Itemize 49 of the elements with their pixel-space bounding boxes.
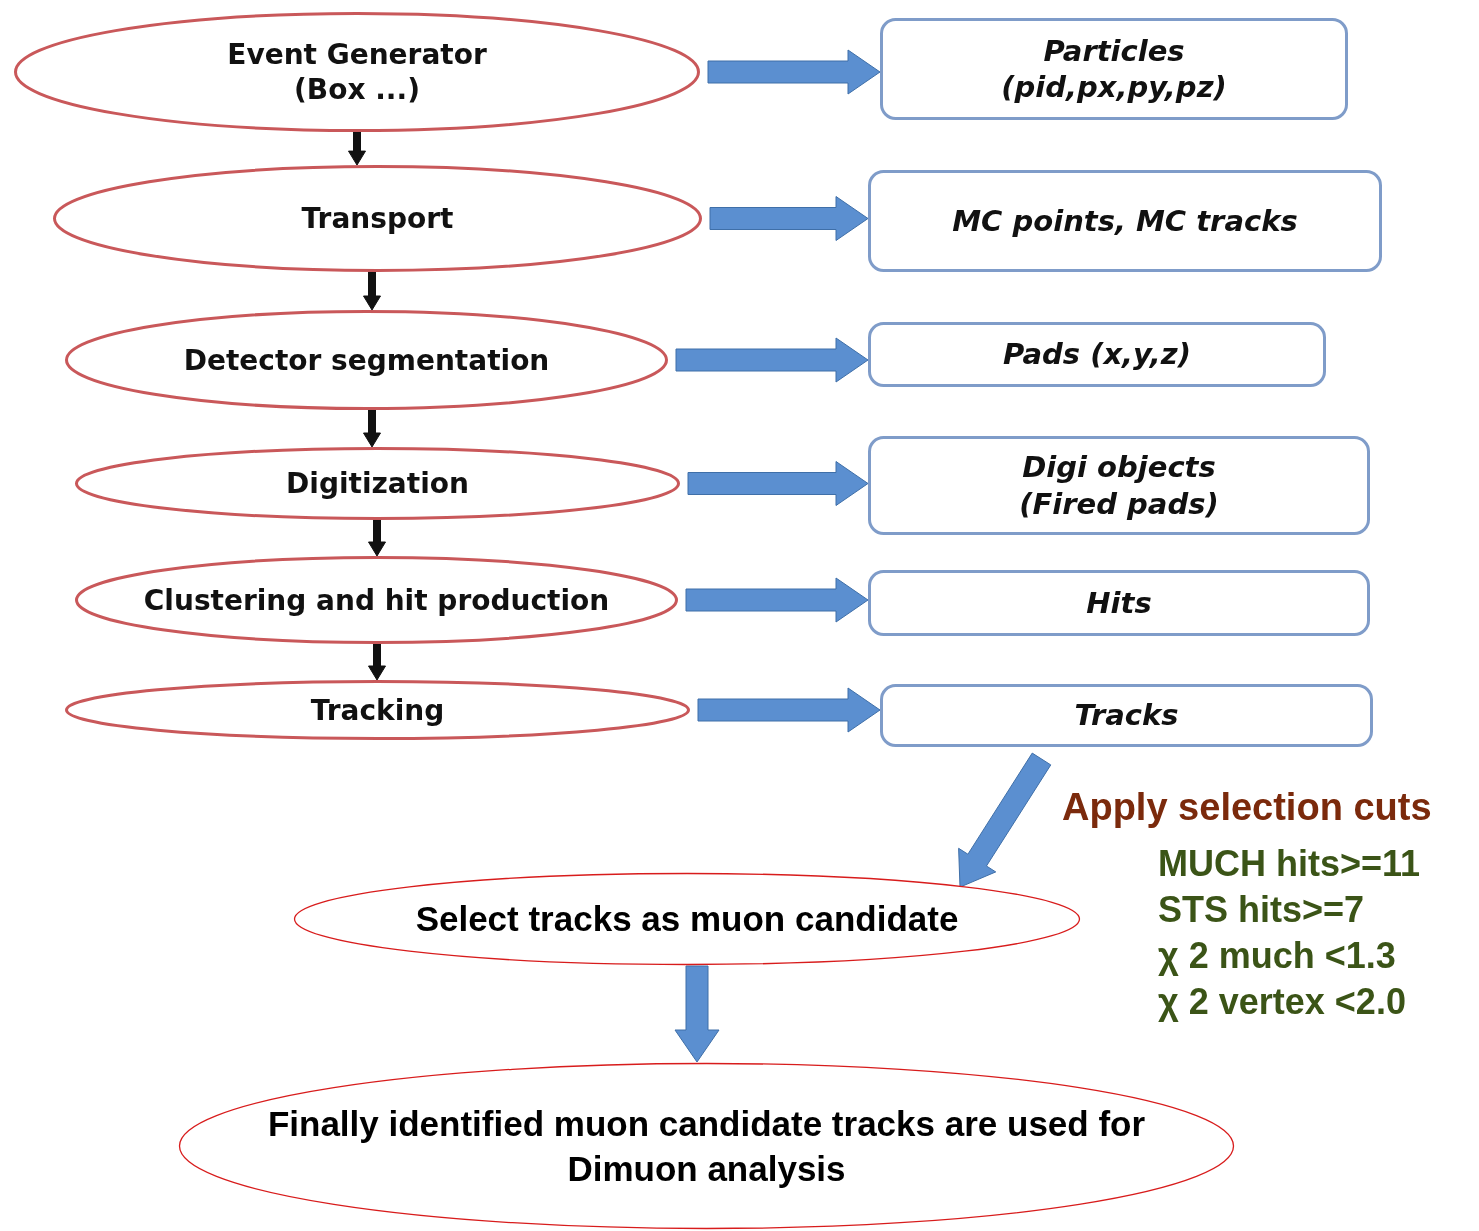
process-ellipse xyxy=(53,165,702,272)
selection-cut-text: STS hits>=7 xyxy=(1158,889,1365,931)
arrow xyxy=(363,409,381,448)
process-ellipse xyxy=(75,556,678,644)
node-label: Clustering and hit production xyxy=(143,582,610,618)
node-label: Hits xyxy=(1086,584,1152,622)
node-label: (Fired pads) xyxy=(1019,485,1219,522)
node-label: Transport xyxy=(301,201,454,236)
output-box xyxy=(868,170,1382,272)
arrow xyxy=(363,271,381,311)
output-box xyxy=(880,684,1373,747)
annotation-heading: Apply selection cuts xyxy=(1062,786,1432,829)
node-label: (Box ...) xyxy=(294,72,420,107)
arrow xyxy=(674,965,720,1063)
result-ellipse xyxy=(178,1062,1235,1230)
arrow xyxy=(707,49,881,95)
result-ellipse xyxy=(293,872,1081,966)
arrow xyxy=(709,196,869,241)
node-label: Tracking xyxy=(310,692,445,728)
process-ellipse xyxy=(65,310,668,410)
node-label: Digitization xyxy=(286,466,469,501)
node-label: (pid,px,py,pz) xyxy=(1001,69,1227,106)
selection-cut-text: χ 2 much <1.3 xyxy=(1158,935,1396,977)
arrow xyxy=(348,131,366,166)
process-ellipse xyxy=(75,447,680,520)
output-box xyxy=(868,436,1370,535)
process-ellipse xyxy=(14,12,700,132)
node-label: Digi objects xyxy=(1022,449,1216,486)
output-box xyxy=(868,322,1326,387)
node-label: Event Generator xyxy=(227,37,487,72)
node-label: Detector segmentation xyxy=(183,342,550,378)
process-ellipse xyxy=(65,680,690,740)
arrow xyxy=(685,577,869,623)
arrow xyxy=(958,752,1052,888)
arrow xyxy=(675,337,869,383)
output-box xyxy=(868,570,1370,636)
selection-cut-text: χ 2 vertex <2.0 xyxy=(1158,981,1406,1023)
arrow xyxy=(368,643,386,681)
node-label: Pads (x,y,z) xyxy=(1003,336,1191,373)
selection-cut-text: MUCH hits>=11 xyxy=(1158,843,1421,885)
node-label: Particles xyxy=(1043,32,1185,69)
node-label: Select tracks as muon candidate xyxy=(415,898,959,941)
arrow xyxy=(697,687,881,733)
output-box xyxy=(880,18,1348,120)
node-label: MC points, MC tracks xyxy=(952,202,1298,240)
node-label: Tracks xyxy=(1074,697,1179,734)
arrow xyxy=(368,519,386,557)
arrow xyxy=(687,461,869,506)
node-label: Finally identified muon candidate tracks are used for Dimuon analysis xyxy=(266,1102,1147,1190)
